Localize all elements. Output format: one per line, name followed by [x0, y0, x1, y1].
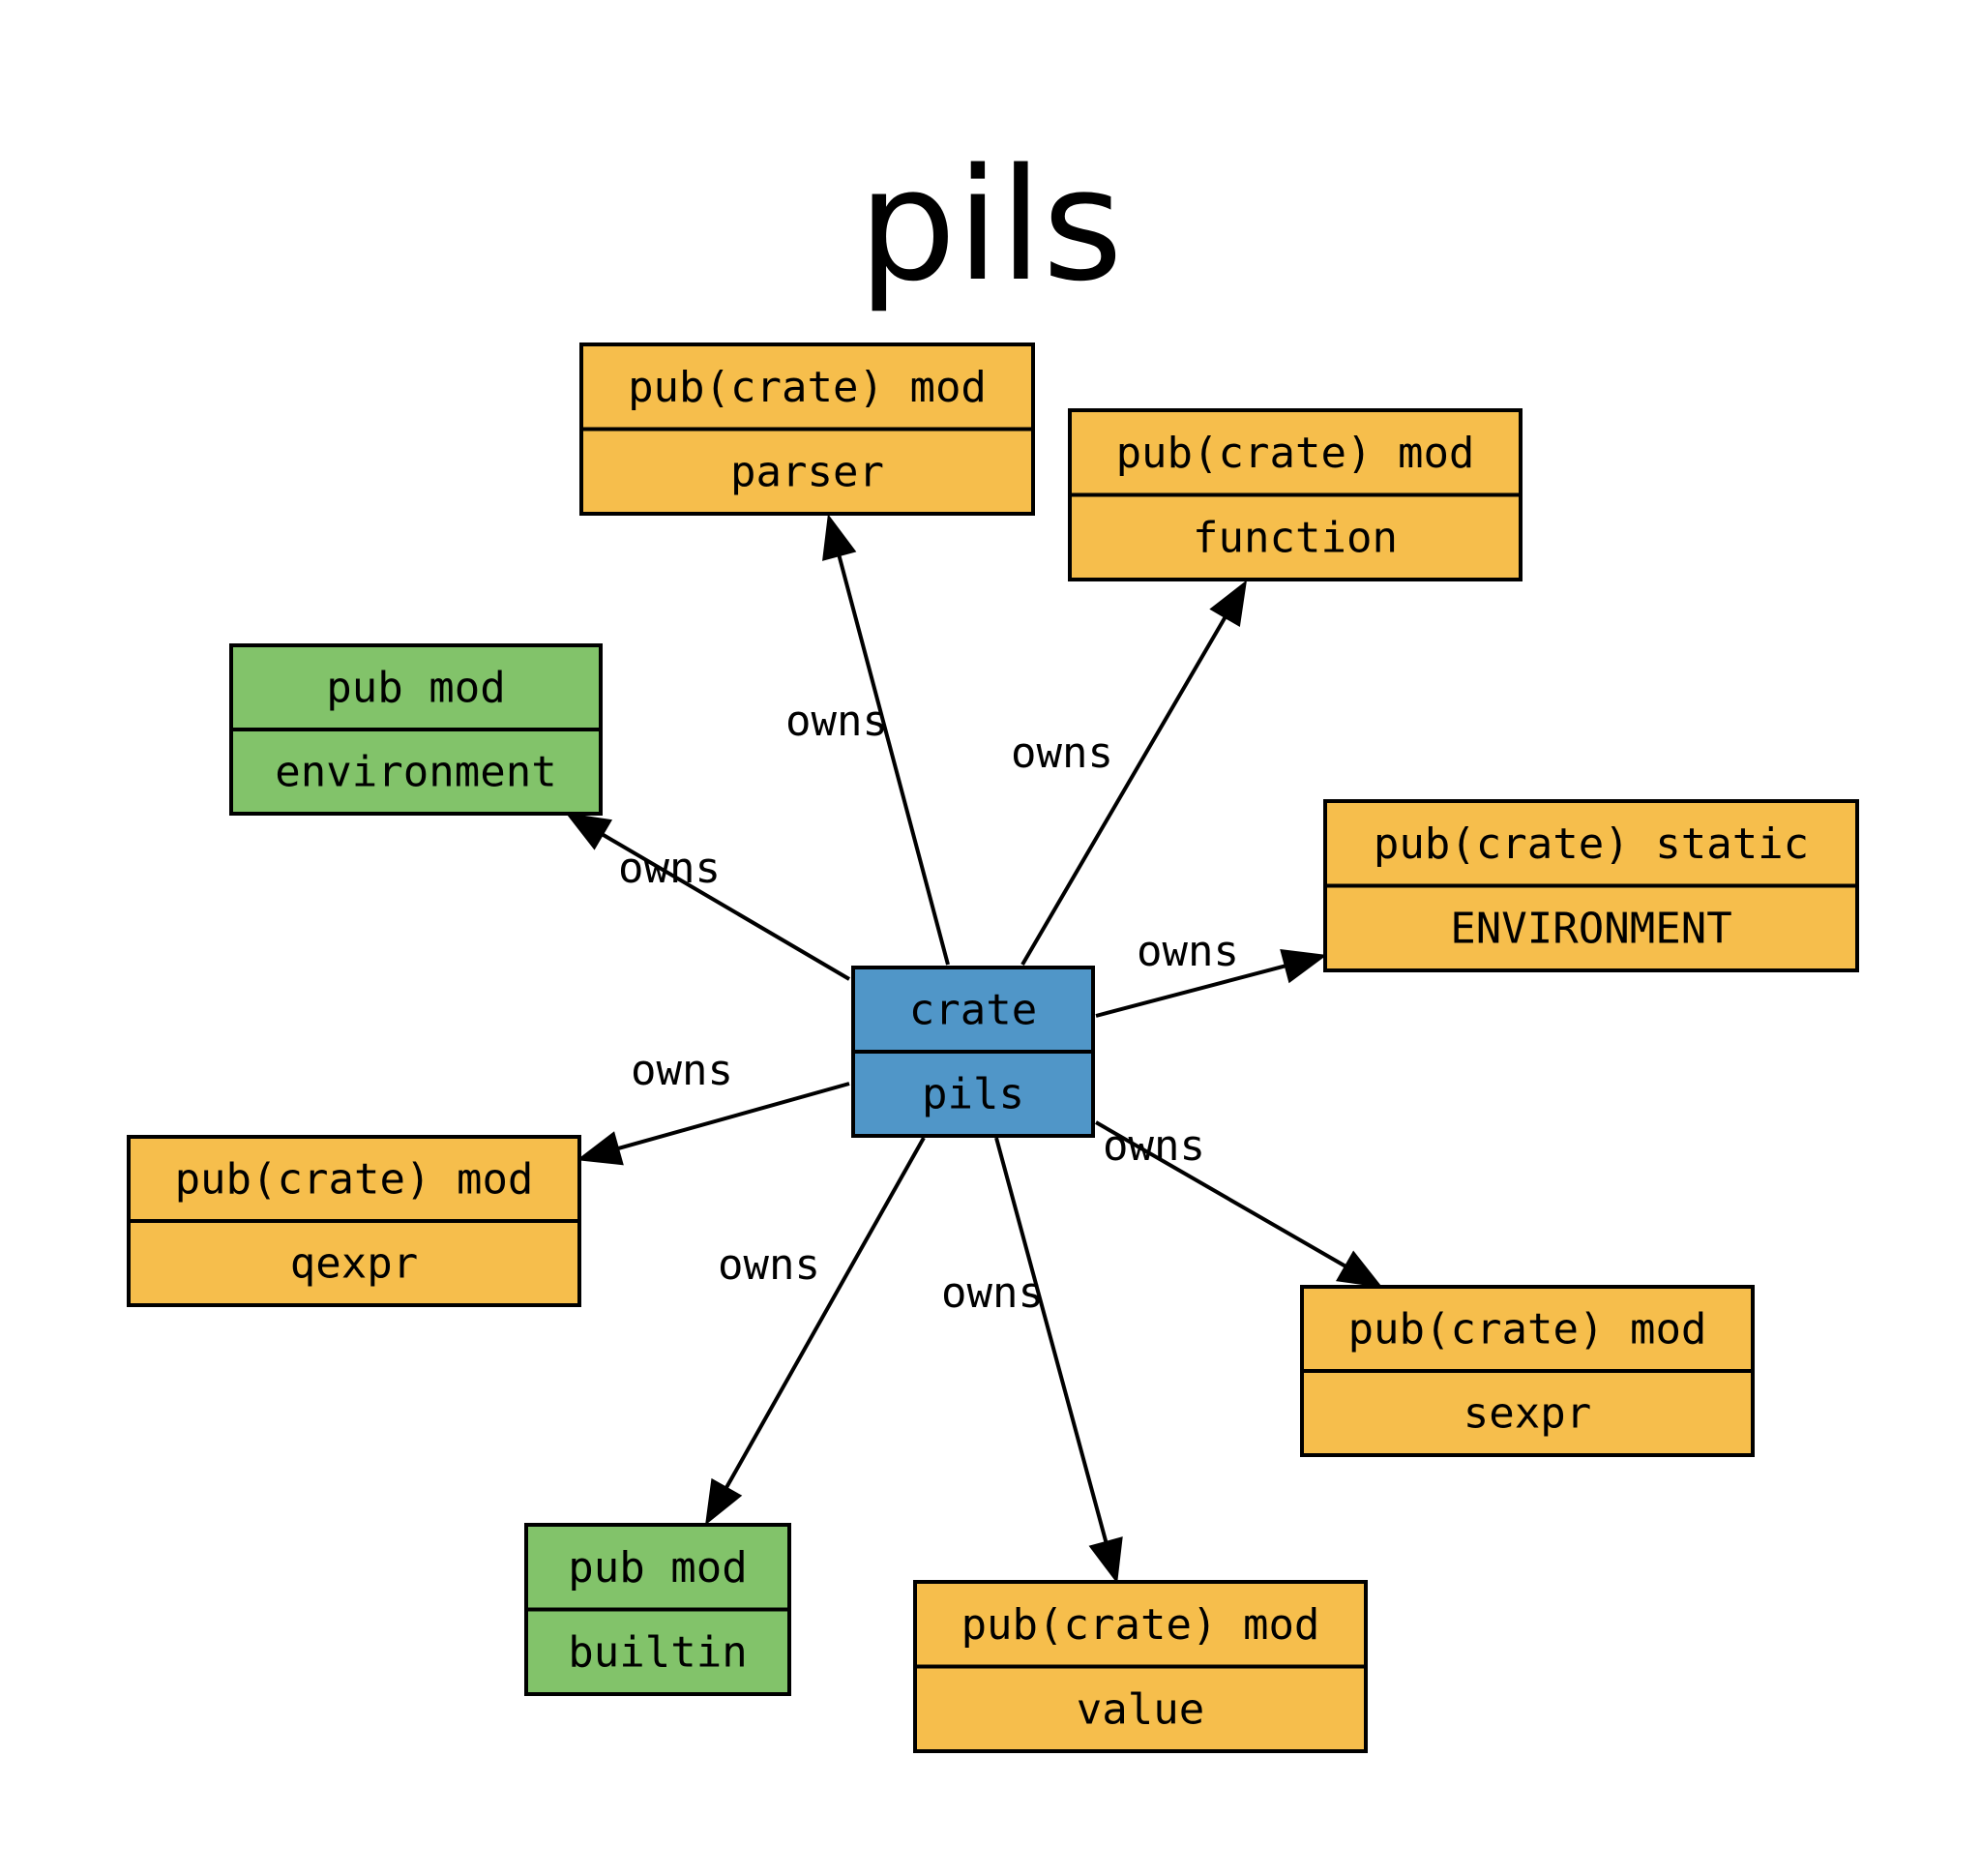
- node-builtin: pub mod builtin: [524, 1523, 791, 1696]
- edge-line: [1095, 1120, 1347, 1268]
- node-name: ENVIRONMENT: [1450, 904, 1731, 953]
- edge-line: [616, 1082, 850, 1151]
- edge-to-builtin: owns: [705, 1137, 926, 1526]
- node-header: pub(crate) mod: [1348, 1305, 1707, 1355]
- node-value: pub(crate) mod value: [913, 1580, 1368, 1753]
- edge-line: [724, 1137, 926, 1490]
- node-name: environment: [275, 748, 556, 797]
- edge-label: owns: [631, 1046, 733, 1095]
- edge-to-parser: owns: [785, 514, 950, 966]
- edge-label: owns: [718, 1240, 820, 1290]
- node-header: pub(crate) mod: [175, 1155, 534, 1205]
- node-name: sexpr: [1464, 1389, 1591, 1439]
- edge-label: owns: [1137, 927, 1239, 976]
- node-crate: crate pils: [851, 966, 1095, 1138]
- arrow-head: [822, 514, 857, 561]
- edge-to-value: owns: [941, 1137, 1123, 1584]
- node-name: parser: [730, 447, 884, 496]
- node-header: crate: [909, 986, 1037, 1035]
- node-header: pub(crate) mod: [961, 1600, 1320, 1650]
- node-qexpr: pub(crate) mod qexpr: [127, 1135, 581, 1307]
- node-name: qexpr: [290, 1239, 418, 1289]
- edge-to-environment: owns: [565, 812, 851, 981]
- edge-label: owns: [618, 844, 721, 893]
- edge-line: [837, 554, 950, 966]
- arrow-head: [1088, 1536, 1123, 1584]
- node-name: value: [1077, 1684, 1204, 1734]
- graph-title: pils: [858, 134, 1123, 315]
- edge-line: [994, 1137, 1109, 1543]
- node-header: pub mod: [326, 664, 505, 713]
- arrow-head: [577, 1131, 624, 1166]
- edge-to-qexpr: owns: [577, 1046, 850, 1166]
- node-name: function: [1193, 513, 1398, 562]
- arrow-head: [1335, 1250, 1383, 1289]
- node-header: pub(crate) mod: [1116, 429, 1475, 478]
- edge-label: owns: [941, 1268, 1044, 1318]
- node-name: builtin: [568, 1627, 747, 1677]
- arrow-head: [565, 812, 613, 850]
- edge-label: owns: [785, 697, 888, 746]
- node-name: pils: [922, 1070, 1024, 1119]
- arrow-head: [1209, 580, 1248, 628]
- node-header: pub(crate) static: [1374, 819, 1809, 869]
- edge-to-function: owns: [1011, 580, 1248, 967]
- node-sexpr: pub(crate) mod sexpr: [1300, 1285, 1755, 1457]
- arrow-head: [705, 1477, 743, 1526]
- node-header: pub mod: [568, 1543, 747, 1593]
- node-environment: pub mod environment: [229, 643, 603, 816]
- edge-to-sexpr: owns: [1095, 1120, 1383, 1289]
- edge-label: owns: [1011, 729, 1113, 778]
- edge-label: owns: [1103, 1121, 1205, 1171]
- arrow-head: [1280, 948, 1327, 984]
- edge-line: [1020, 615, 1227, 967]
- node-parser: pub(crate) mod parser: [579, 342, 1035, 516]
- edge-to-environment: owns: [1095, 927, 1327, 1018]
- node-function: pub(crate) mod function: [1068, 408, 1523, 581]
- edges-layer: owns owns owns owns owns owns owns owns: [565, 514, 1383, 1584]
- edge-line: [601, 832, 851, 981]
- edge-line: [1095, 964, 1286, 1018]
- node-header: pub(crate) mod: [628, 363, 987, 412]
